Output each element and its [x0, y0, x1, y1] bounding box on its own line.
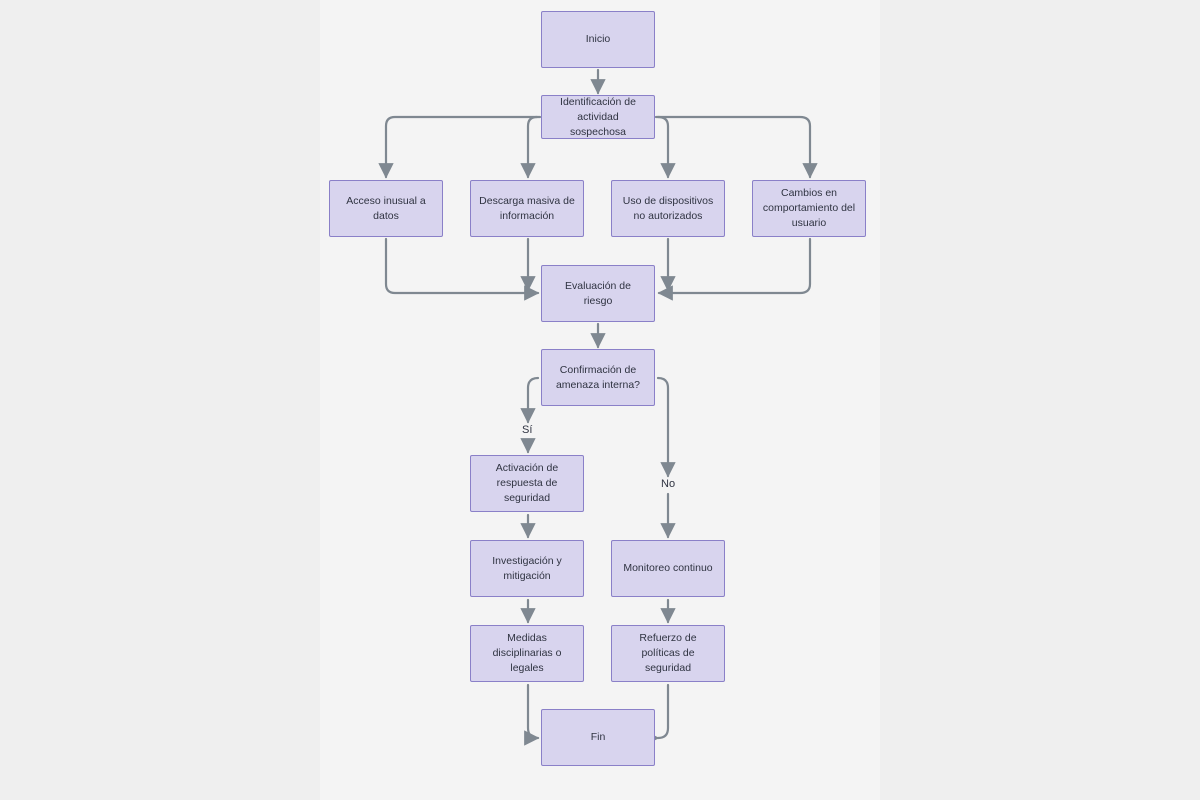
- edge-identificacion-cambios: [654, 115, 818, 179]
- edge-confirmacion-monitoreo: [656, 376, 676, 478]
- node-identificacion: Identificación de actividad sospechosa: [541, 95, 655, 139]
- node-descarga: Descarga masiva de información: [470, 180, 584, 237]
- edge-confirmacion-activacion: [520, 376, 540, 424]
- node-fin: Fin: [541, 709, 655, 766]
- node-refuerzo: Refuerzo de políticas de seguridad: [611, 625, 725, 682]
- edge-label-no: No: [661, 478, 676, 490]
- edge-identificacion-descarga: [520, 115, 539, 179]
- node-investigacion: Investigación y mitigación: [470, 540, 584, 597]
- edge-acceso-evaluacion: [384, 237, 540, 301]
- node-inicio: Inicio: [541, 11, 655, 68]
- edge-identificacion-acceso: [378, 115, 542, 179]
- node-acceso: Acceso inusual a datos: [329, 180, 443, 237]
- edge-label-si: Sí: [522, 424, 533, 436]
- edge-identificacion-dispositivos: [656, 115, 676, 179]
- edge-refuerzo-fin: [656, 683, 672, 746]
- node-monitoreo: Monitoreo continuo: [611, 540, 725, 597]
- edge-medidas-fin: [524, 683, 540, 746]
- edge-cambios-evaluacion: [657, 237, 812, 301]
- node-activacion: Activación de respuesta de seguridad: [470, 455, 584, 512]
- node-evaluacion: Evaluación de riesgo: [541, 265, 655, 322]
- node-confirmacion: Confirmación de amenaza interna?: [541, 349, 655, 406]
- node-cambios: Cambios en comportamiento del usuario: [752, 180, 866, 237]
- node-medidas: Medidas disciplinarias o legales: [470, 625, 584, 682]
- node-dispositivos: Uso de dispositivos no autorizados: [611, 180, 725, 237]
